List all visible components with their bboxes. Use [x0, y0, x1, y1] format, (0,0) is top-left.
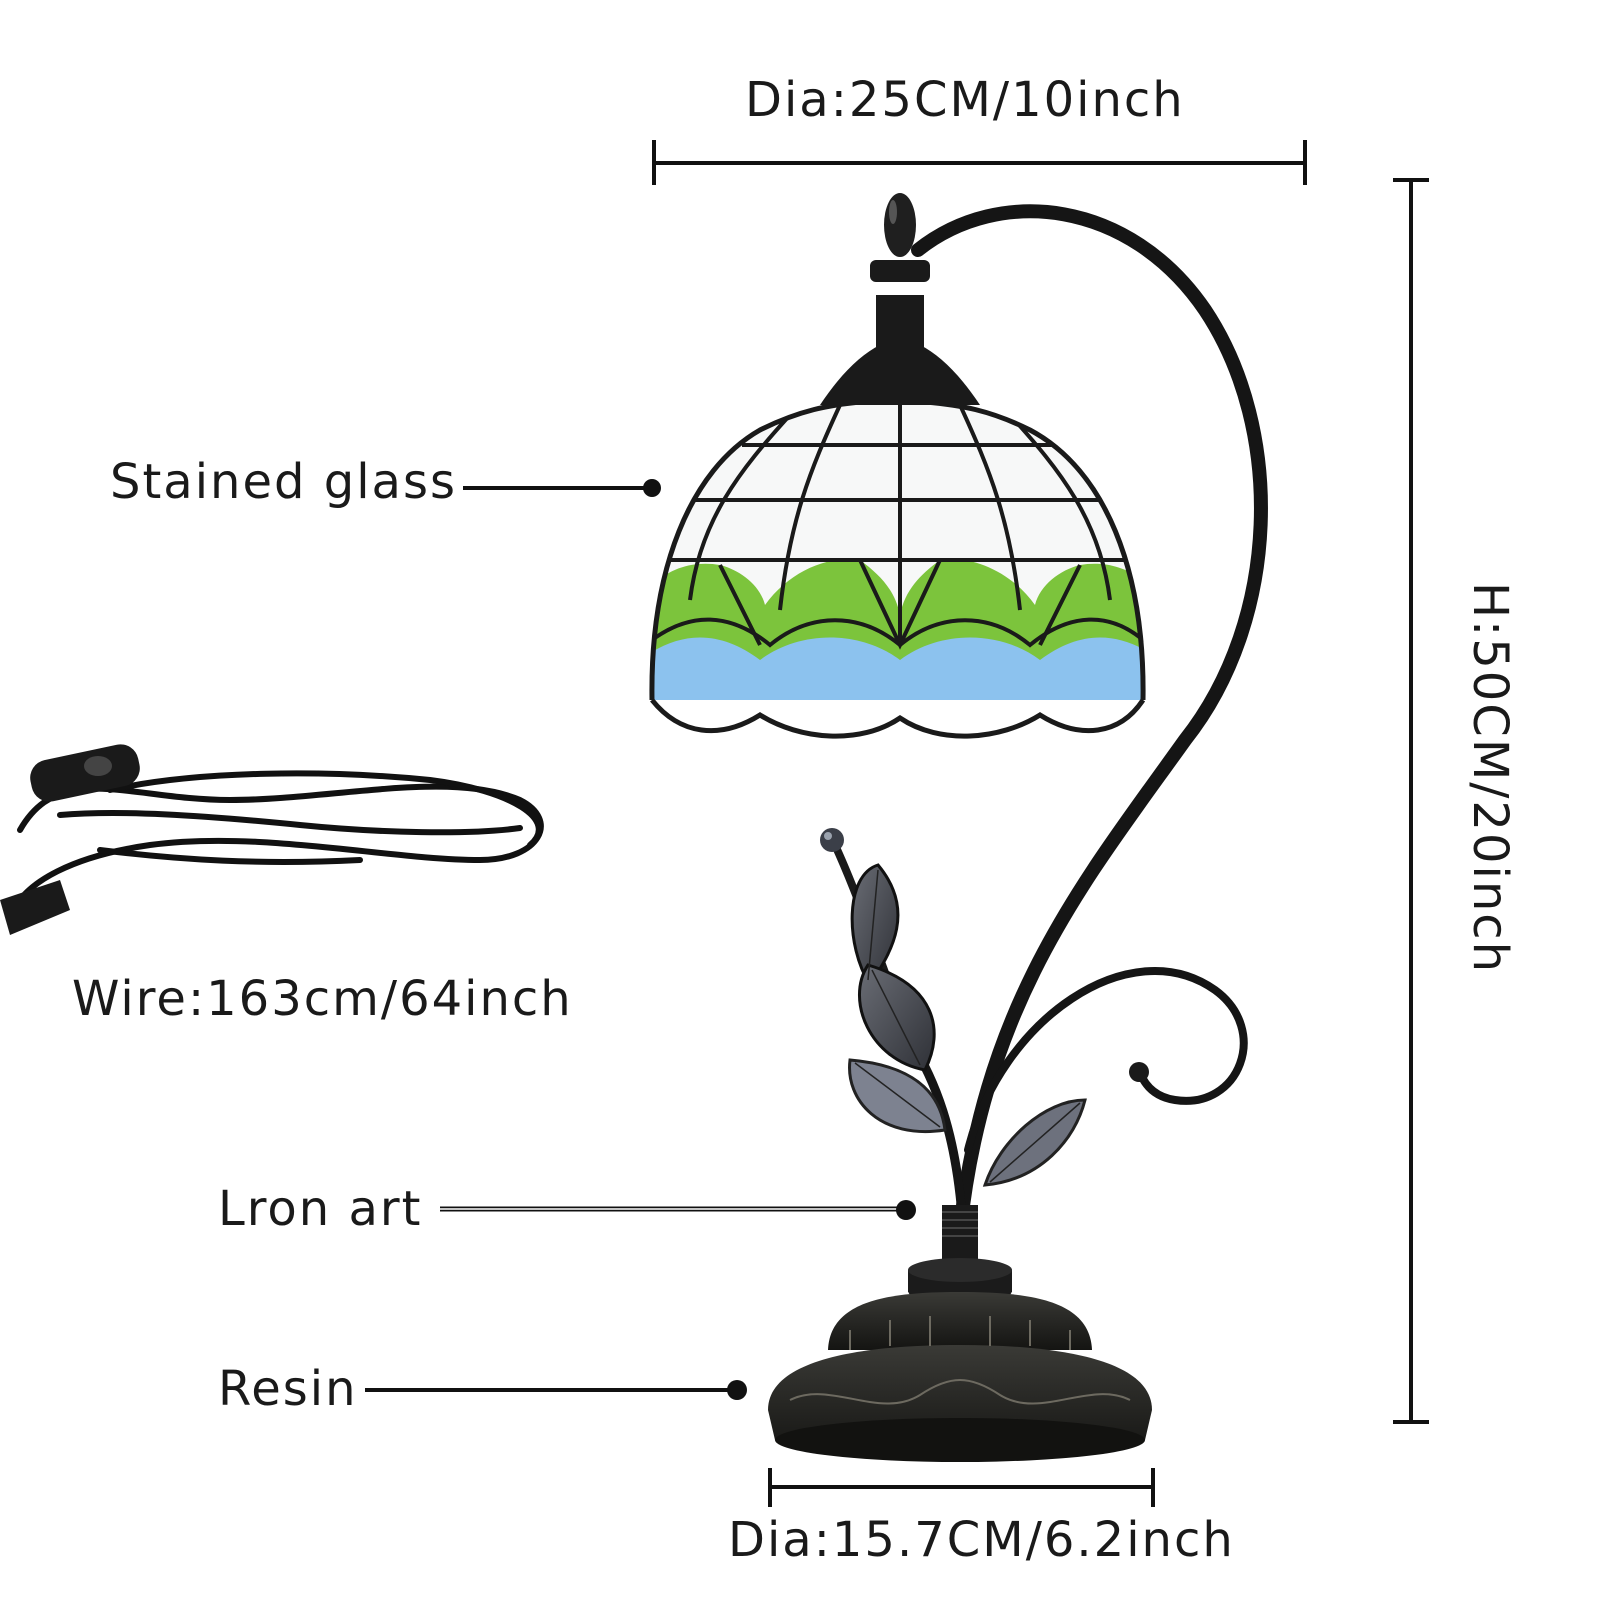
iron-art-label: Lron art [218, 1181, 423, 1237]
resin-label: Resin [218, 1361, 358, 1417]
wire-length-label: Wire:163cm/64inch [72, 971, 573, 1027]
height-label: H:50CM/20inch [1462, 581, 1518, 975]
stained-glass-label: Stained glass [110, 454, 457, 510]
power-cord [0, 744, 544, 935]
resin-leader [365, 1380, 747, 1400]
metal-leaves [848, 863, 1087, 1187]
lamp-base [768, 1205, 1152, 1462]
stained-glass-leader [463, 479, 661, 497]
stained-glass-shade [649, 399, 1146, 739]
shade-diameter-label: Dia:25CM/10inch [745, 72, 1185, 128]
height-dimension-line [1393, 178, 1429, 1424]
iron-art-leader [440, 1200, 916, 1220]
shade-cap [820, 193, 980, 405]
base-diameter-label: Dia:15.7CM/6.2inch [728, 1512, 1235, 1568]
shade-diameter-dimension-line [652, 140, 1307, 185]
base-diameter-dimension-line [768, 1468, 1155, 1507]
